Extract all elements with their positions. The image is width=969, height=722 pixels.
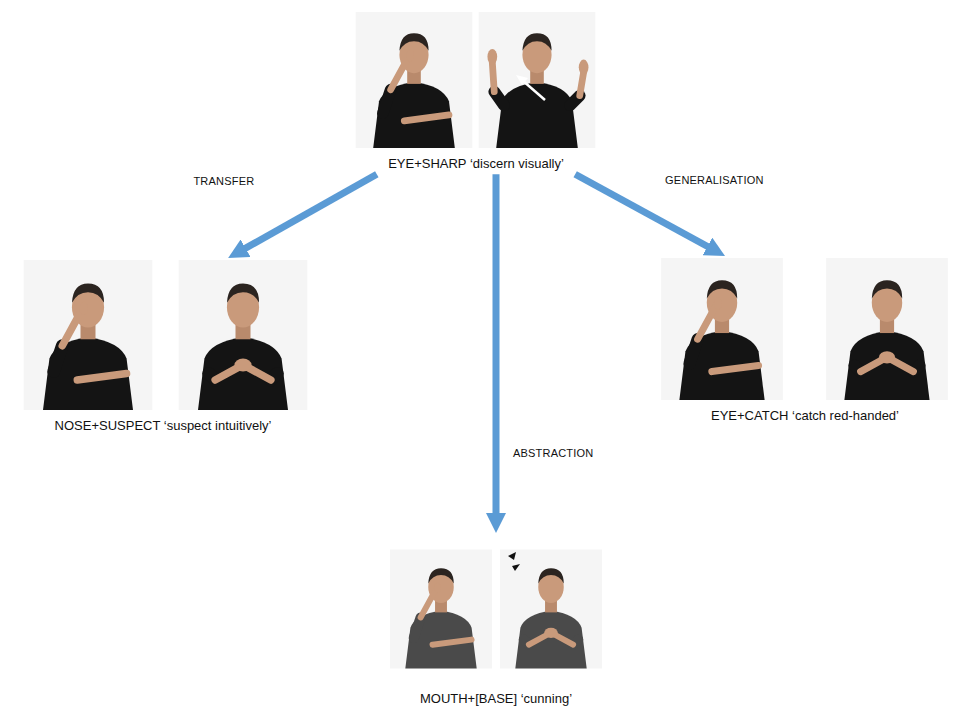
sign-group: EYE+CATCH ‘catch red-handed’ — [645, 256, 965, 426]
sign-caption: EYE+SHARP ‘discern visually’ — [386, 156, 566, 172]
derivation-arrow — [239, 174, 377, 252]
signer-photo — [500, 550, 602, 669]
derivation-arrow — [493, 174, 500, 521]
motion-arrow — [508, 552, 520, 571]
signer-photo — [179, 260, 308, 410]
signer-photo — [356, 12, 473, 148]
sign-group: NOSE+SUSPECT ‘suspect intuitively’ — [15, 258, 311, 436]
signer-photo — [826, 258, 948, 400]
sign-group: EYE+SHARP ‘discern visually’ — [352, 10, 600, 174]
arrow-label: TRANSFER — [190, 174, 257, 188]
arrow-label: ABSTRACTION — [510, 446, 596, 460]
signer-photo — [479, 12, 596, 148]
sign-caption: MOUTH+[BASE] ‘cunning’ — [418, 691, 574, 707]
sign-caption: NOSE+SUSPECT ‘suspect intuitively’ — [53, 418, 274, 434]
signer-photo — [390, 550, 492, 669]
arrow-label: GENERALISATION — [662, 173, 767, 187]
sign-caption: EYE+CATCH ‘catch red-handed’ — [709, 408, 901, 424]
signer-photo — [24, 260, 153, 410]
signer-photo — [661, 258, 783, 400]
sign-group: MOUTH+[BASE] ‘cunning’ — [388, 533, 604, 709]
motion-arrow — [516, 75, 545, 100]
